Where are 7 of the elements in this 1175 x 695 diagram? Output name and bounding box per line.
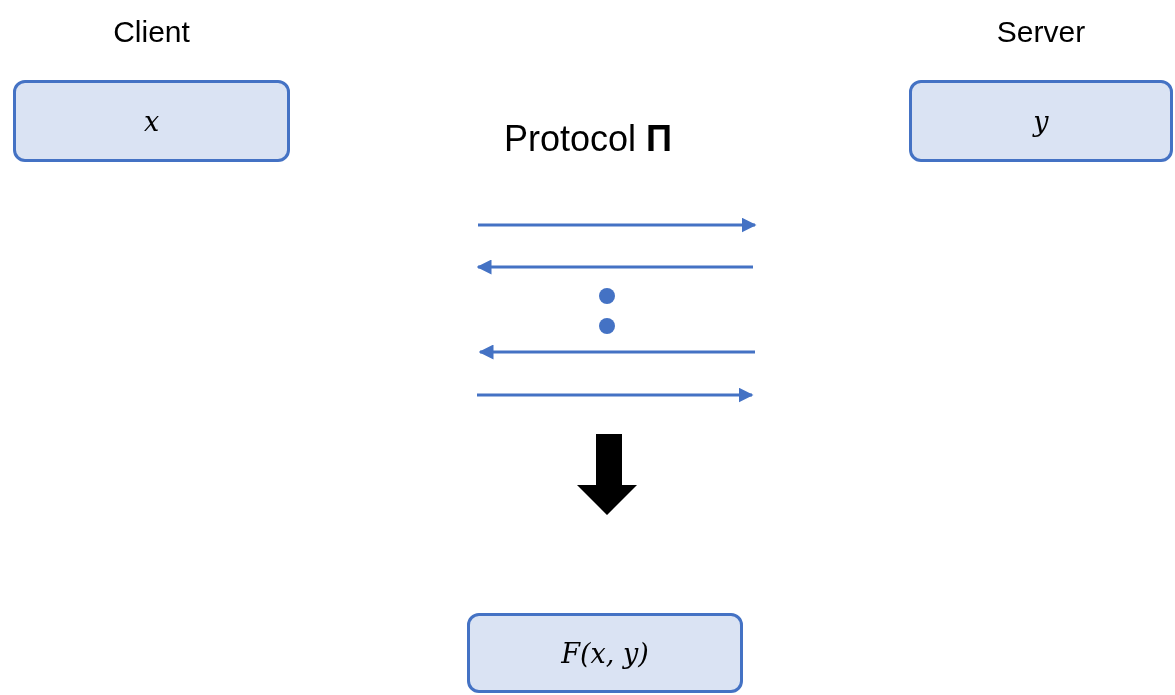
party-heading: Server xyxy=(996,15,1086,49)
protocol-label: Protocol Π xyxy=(503,118,673,160)
math-expression: F(x, y) xyxy=(561,637,649,669)
math-expression: y xyxy=(1033,105,1049,137)
input-box xyxy=(467,613,743,693)
party-heading: Client xyxy=(113,15,190,49)
math-expression: x xyxy=(143,105,160,137)
